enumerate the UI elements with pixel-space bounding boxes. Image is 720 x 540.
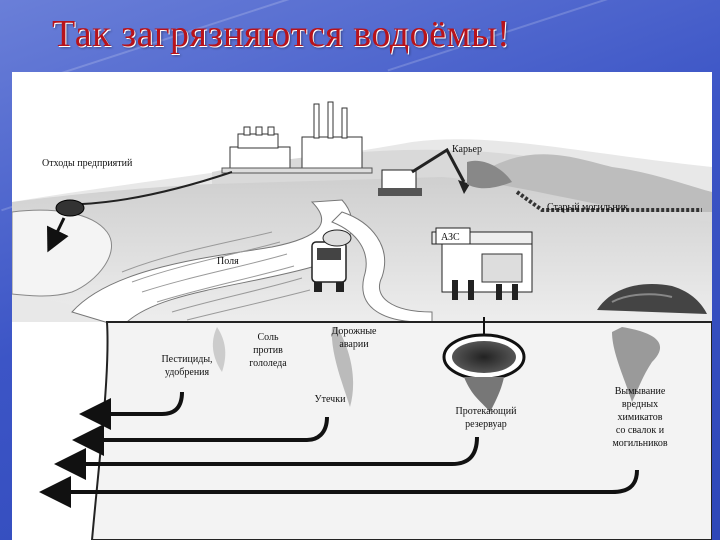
label-quarry: Карьер	[452, 144, 482, 155]
flow-arrow	[39, 469, 639, 508]
label-leaks: Утечки	[315, 394, 347, 405]
label-industrial-waste: Отходы предприятий	[42, 158, 133, 169]
label-leaching-line2: вредных	[622, 399, 658, 410]
flow-arrow	[79, 391, 184, 430]
label-salt-line1: Соль	[257, 332, 279, 343]
cemetery-fence-icon	[515, 190, 702, 212]
label-leaking-tank-line1: Протекающий	[456, 406, 518, 417]
waste-pipe-icon	[47, 171, 233, 253]
label-leaching-line3: химикатов	[618, 412, 663, 423]
label-road-accidents-line1: Дорожные	[332, 326, 378, 337]
groundwater-arrows	[39, 391, 639, 508]
industrial-plant-icon	[221, 101, 373, 174]
label-salt-line3: гололеда	[249, 358, 287, 369]
label-leaching-line4: со свалок и	[616, 425, 665, 436]
label-salt-line2: против	[253, 345, 283, 356]
flow-arrow	[72, 416, 329, 456]
label-old-cemetery: Старый могильник	[547, 202, 628, 213]
label-leaching-line5: могильников	[612, 438, 667, 449]
label-pesticides-line1: Пестициды,	[161, 354, 212, 365]
underground-tank-icon	[442, 317, 526, 412]
diagram-canvas: АЗС	[12, 101, 712, 540]
gas-station-icon: АЗС	[431, 227, 533, 300]
label-road-accidents-line2: аварии	[339, 339, 369, 350]
gas-station-sign: АЗС	[441, 232, 460, 243]
label-pesticides-line2: удобрения	[165, 367, 210, 378]
label-leaking-tank-line2: резервуар	[465, 419, 507, 430]
landfill-heap-icon	[597, 283, 707, 314]
label-leaching-line1: Вымывание	[615, 386, 666, 397]
flow-arrow	[54, 436, 479, 480]
slide-title: Так загрязняются водоёмы!	[52, 13, 511, 55]
label-fields: Поля	[217, 256, 239, 267]
tanker-truck-icon	[311, 229, 352, 292]
excavator-icon	[378, 147, 512, 196]
diagram-labels: Отходы предприятий Карьер Старый могильн…	[42, 144, 668, 449]
pollution-diagram: АЗС	[12, 72, 712, 540]
